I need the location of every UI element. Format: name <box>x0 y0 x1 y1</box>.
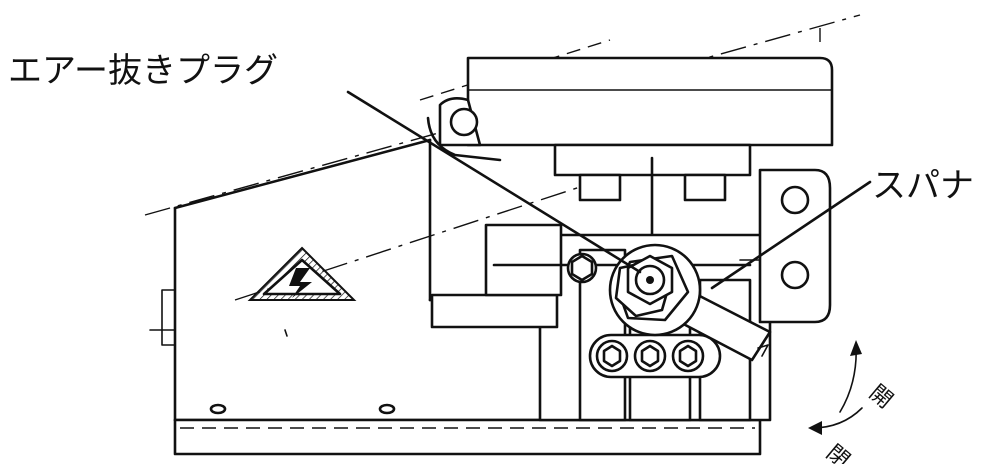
open-label: 開 <box>864 380 897 413</box>
top-cover <box>426 56 834 162</box>
close-arrow-icon <box>808 421 822 435</box>
spanner-label: スパナ <box>872 166 974 206</box>
air-bleed-plug <box>626 254 674 306</box>
right-bracket <box>758 168 832 324</box>
open-arrow-icon <box>850 340 862 356</box>
air-bleed-plug-label: エアー抜きプラグ <box>8 51 278 91</box>
hex-bolts <box>588 333 722 379</box>
close-label: 閉 <box>821 440 854 464</box>
valve-body <box>430 143 776 422</box>
high-voltage-warning-icon <box>247 246 357 301</box>
rotation-arrows <box>808 340 863 435</box>
base-plate <box>173 418 762 456</box>
leader-lines <box>346 90 872 290</box>
